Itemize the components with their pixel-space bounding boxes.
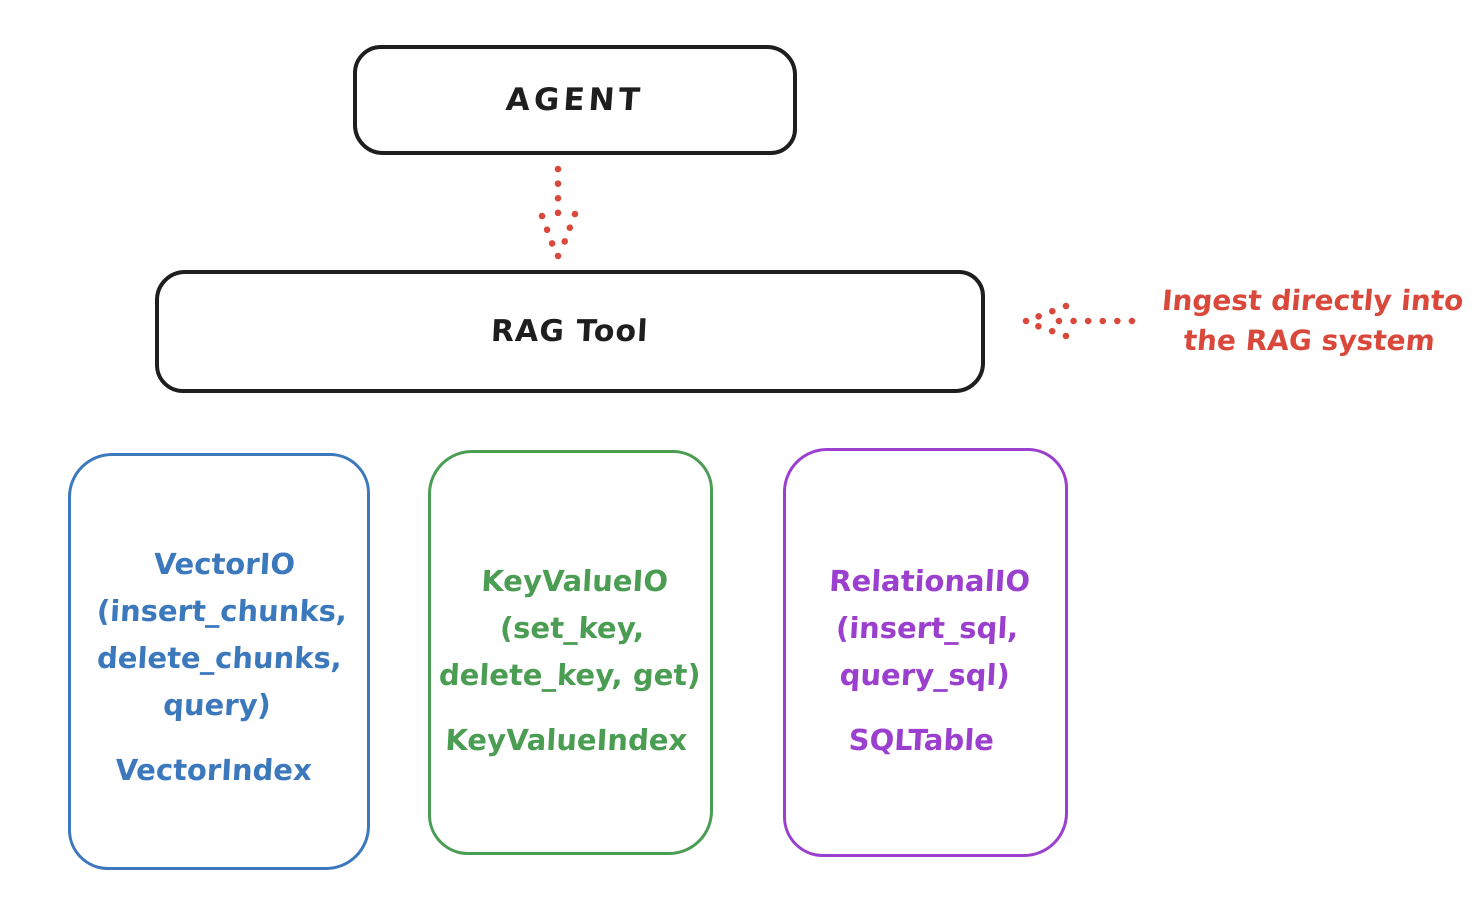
rag-tool-label: RAG Tool xyxy=(490,314,650,349)
ingest-annotation-line2: the RAG system xyxy=(1182,324,1437,357)
key-value-io-text: KeyValueIO (set_key, delete_key, get) Ke… xyxy=(426,558,716,764)
vector-io-line: VectorIO xyxy=(152,547,296,581)
vector-io-text: VectorIO (insert_chunks, delete_chunks, … xyxy=(64,541,373,794)
relational-io-line: (insert_sql, xyxy=(835,611,1020,645)
relational-io-box: RelationalIO (insert_sql, query_sql) SQL… xyxy=(783,448,1068,857)
key-value-index-label: KeyValueIndex xyxy=(444,723,689,757)
sql-table-label: SQLTable xyxy=(847,723,995,757)
vector-io-line: (insert_chunks, xyxy=(96,594,348,628)
vector-io-line: delete_chunks, xyxy=(96,641,343,675)
relational-io-line: RelationalIO xyxy=(828,564,1032,598)
vector-index-label: VectorIndex xyxy=(114,753,313,787)
key-value-io-box: KeyValueIO (set_key, delete_key, get) Ke… xyxy=(428,450,713,855)
key-value-io-line: delete_key, get) xyxy=(438,658,702,692)
relational-io-line: query_sql) xyxy=(838,658,1011,692)
vector-io-box: VectorIO (insert_chunks, delete_chunks, … xyxy=(68,453,370,870)
agent-box: AGENT xyxy=(353,45,797,155)
key-value-io-line: KeyValueIO xyxy=(480,564,669,598)
ingest-annotation: Ingest directly into the RAG system xyxy=(1135,281,1484,361)
agent-label: AGENT xyxy=(504,82,646,118)
ingest-annotation-line1: Ingest directly into xyxy=(1160,284,1465,317)
vector-io-line: query) xyxy=(162,688,272,722)
relational-io-text: RelationalIO (insert_sql, query_sql) SQL… xyxy=(781,558,1071,764)
rag-tool-box: RAG Tool xyxy=(155,270,985,393)
key-value-io-line: (set_key, xyxy=(499,611,646,645)
ingest-annotation-arrow xyxy=(1022,302,1136,340)
agent-to-rag-arrow xyxy=(538,165,579,260)
